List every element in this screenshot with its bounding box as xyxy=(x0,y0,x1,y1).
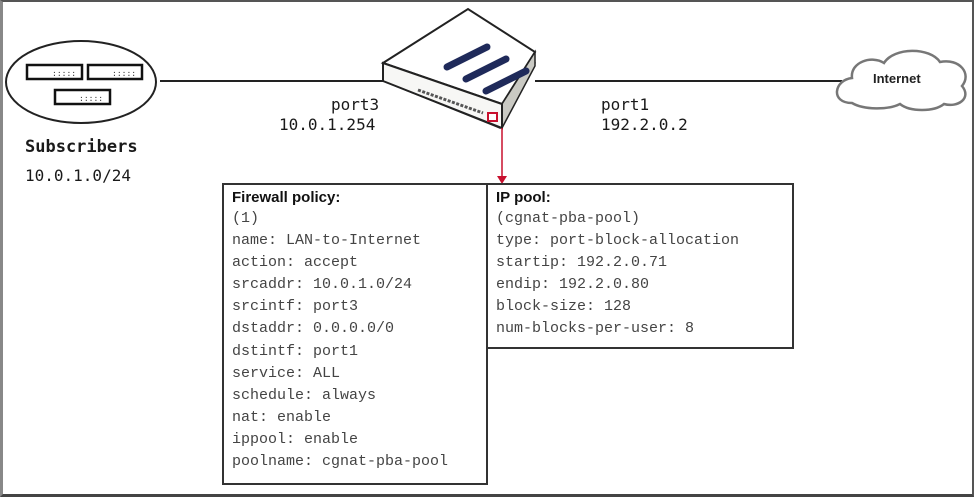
subscribers-ellipse xyxy=(5,40,157,124)
policy-line: service: ALL xyxy=(232,364,341,382)
policy-line: dstaddr: 0.0.0.0/0 xyxy=(232,320,395,338)
port3-name: port3 xyxy=(331,95,380,114)
subscribers-subnet: 10.0.1.0/24 xyxy=(25,166,131,185)
policy-line: (1) xyxy=(232,210,260,227)
subscribers-title: Subscribers xyxy=(25,137,138,157)
policy-line: dstintf: port1 xyxy=(232,342,359,360)
pool-line: block-size: 128 xyxy=(496,298,632,316)
device-logo xyxy=(487,112,498,122)
subscribers-group: ::::: ::::: ::::: xyxy=(5,40,157,124)
port1-name: port1 xyxy=(601,95,650,114)
firewall-device-icon xyxy=(380,7,537,130)
ip-pool-box: IP pool: (cgnat-pba-pool) type: port-blo… xyxy=(486,183,794,349)
pool-line: endip: 192.2.0.80 xyxy=(496,276,650,294)
device-port-row xyxy=(417,88,484,115)
policy-line: srcaddr: 10.0.1.0/24 xyxy=(232,276,413,294)
internet-label: Internet xyxy=(873,71,921,86)
policy-line: ippool: enable xyxy=(232,430,359,448)
policy-line: action: accept xyxy=(232,254,359,272)
firewall-policy-box: Firewall policy: (1) name: LAN-to-Intern… xyxy=(222,183,488,485)
pool-line: num-blocks-per-user: 8 xyxy=(496,320,695,338)
pool-line: type: port-block-allocation xyxy=(496,232,740,250)
ip-pool-title: IP pool: xyxy=(496,189,551,206)
policy-line: poolname: cgnat-pba-pool xyxy=(232,453,449,471)
policy-line: name: LAN-to-Internet xyxy=(232,232,422,250)
pool-line: startip: 192.2.0.71 xyxy=(496,254,668,272)
svg-text::::::: ::::: xyxy=(52,69,76,78)
subscriber-device-icon: ::::: xyxy=(53,88,112,106)
policy-line: srcintf: port3 xyxy=(232,298,359,316)
svg-text::::::: ::::: xyxy=(112,69,136,78)
svg-text::::::: ::::: xyxy=(79,94,103,103)
device-stripe xyxy=(462,55,510,83)
policy-line: schedule: always xyxy=(232,386,377,404)
arrow-head-icon xyxy=(497,176,507,184)
subscriber-device-icon: ::::: xyxy=(25,63,84,81)
pool-line: (cgnat-pba-pool) xyxy=(496,210,641,227)
device-stripe xyxy=(482,67,530,95)
firewall-policy-title: Firewall policy: xyxy=(232,189,341,206)
cloud-icon xyxy=(835,49,967,112)
port1-ip: 192.2.0.2 xyxy=(601,115,688,134)
policy-line: nat: enable xyxy=(232,408,332,426)
device-stripe xyxy=(443,43,491,71)
subscriber-device-icon: ::::: xyxy=(86,63,144,81)
port3-ip: 10.0.1.254 xyxy=(279,115,376,134)
